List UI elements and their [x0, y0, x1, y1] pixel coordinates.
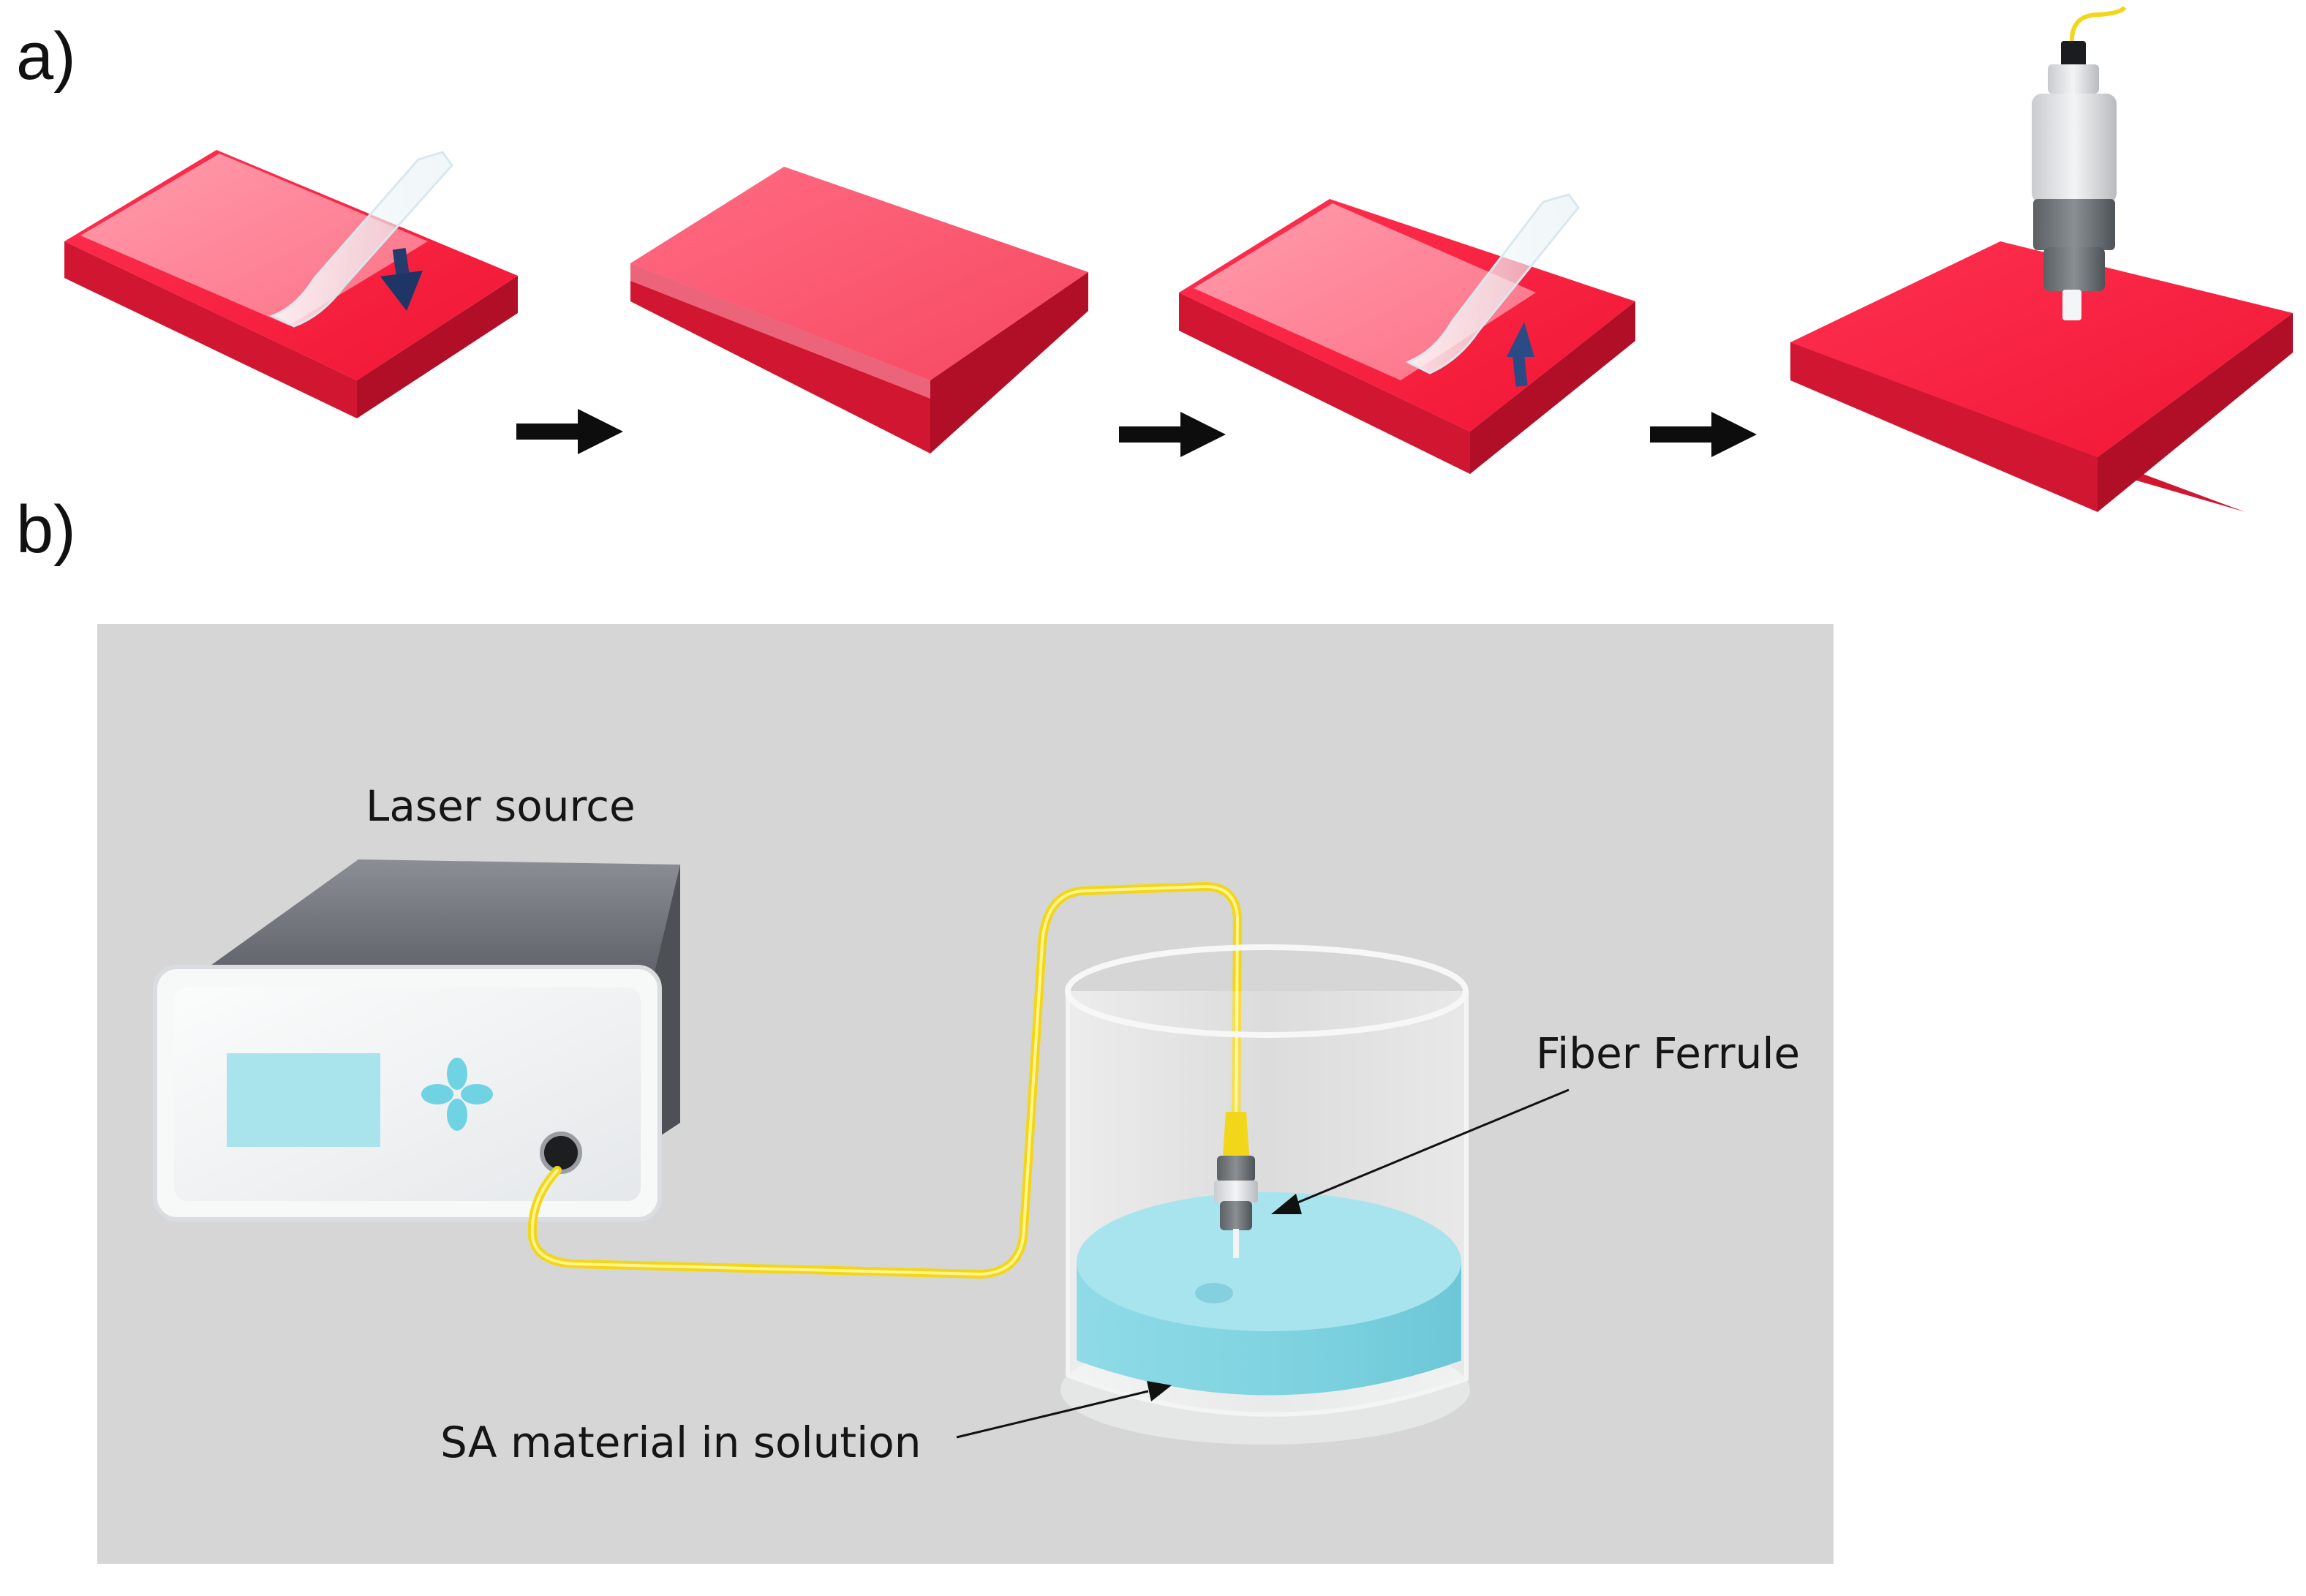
liquid-shadow	[1195, 1283, 1233, 1303]
beaker	[1060, 944, 1470, 1445]
fiber-lead	[2069, 6, 2127, 46]
pipette-3	[1405, 193, 1580, 374]
step-2-coated-slab	[630, 167, 1088, 453]
ferrule-annotation: Fiber Ferrule	[1271, 1028, 1800, 1214]
panel-b: b) Laser source	[16, 492, 1834, 1564]
film-2-edge	[630, 263, 930, 399]
solution-pointer-head	[1147, 1381, 1172, 1401]
panel-a-label: a)	[16, 19, 76, 94]
holder-lower	[2033, 199, 2115, 250]
solution-pointer-line	[956, 1390, 1149, 1439]
beaker-rim	[1065, 944, 1469, 1038]
solution-annotation: SA material in solution	[440, 1381, 1172, 1467]
film-2	[630, 167, 1088, 380]
slab-1-side	[357, 276, 518, 418]
laser-output-port	[540, 1132, 582, 1174]
slab-2-front	[630, 263, 930, 453]
panel-b-label: b)	[16, 492, 76, 567]
ferrule-tip	[2062, 290, 2081, 320]
ferrule-boot	[1223, 1112, 1249, 1156]
slab-4-top	[1790, 241, 2293, 457]
holder-tip-base	[2043, 247, 2105, 291]
slab-3-front	[1179, 293, 1470, 474]
laser-source-label: Laser source	[366, 781, 636, 831]
ferrule-pointer-line	[1286, 1088, 1570, 1208]
ferrule-collar	[1217, 1156, 1255, 1182]
ferrule-needle	[1233, 1229, 1239, 1258]
sa-material-label: SA material in solution	[440, 1418, 922, 1467]
dip-down-arrow-icon	[380, 247, 423, 311]
fiber-holder	[2032, 6, 2127, 320]
slab-3-side	[1470, 301, 1635, 474]
slab-1-front	[64, 241, 357, 418]
right-arrow-icon	[1650, 412, 1757, 457]
panel-a: a)	[16, 6, 2293, 512]
fiber-ferrule	[1214, 1112, 1258, 1258]
step-1-dip-coating	[64, 150, 518, 418]
slab-2-side	[930, 272, 1088, 453]
liquid-surface	[1077, 1192, 1461, 1331]
slab-4-side	[2098, 313, 2293, 512]
ferrule-body	[1214, 1181, 1258, 1202]
ferrule-lower	[1220, 1201, 1252, 1230]
holder-body	[2032, 94, 2117, 203]
fiber-cable-highlight	[530, 884, 1240, 1276]
step-3-withdraw	[1179, 193, 1635, 474]
fiber-ferrule-label: Fiber Ferrule	[1536, 1028, 1800, 1078]
right-arrow-icon	[1119, 412, 1226, 457]
laser-source: Laser source	[153, 781, 680, 1222]
ferrule-pointer-head	[1271, 1194, 1302, 1214]
holder-cap	[2061, 41, 2086, 67]
slab-4-front-b	[1790, 342, 2098, 512]
withdraw-up-arrow-icon	[1507, 322, 1534, 387]
step-4-fiber-contact	[1790, 6, 2293, 512]
laser-display	[227, 1053, 380, 1147]
laser-front-panel	[174, 987, 641, 1201]
laser-box-top	[211, 859, 680, 980]
holder-neck	[2048, 64, 2099, 94]
dpad-icon	[421, 1058, 493, 1131]
right-arrow-icon	[516, 409, 623, 454]
pipette-1	[269, 151, 453, 328]
